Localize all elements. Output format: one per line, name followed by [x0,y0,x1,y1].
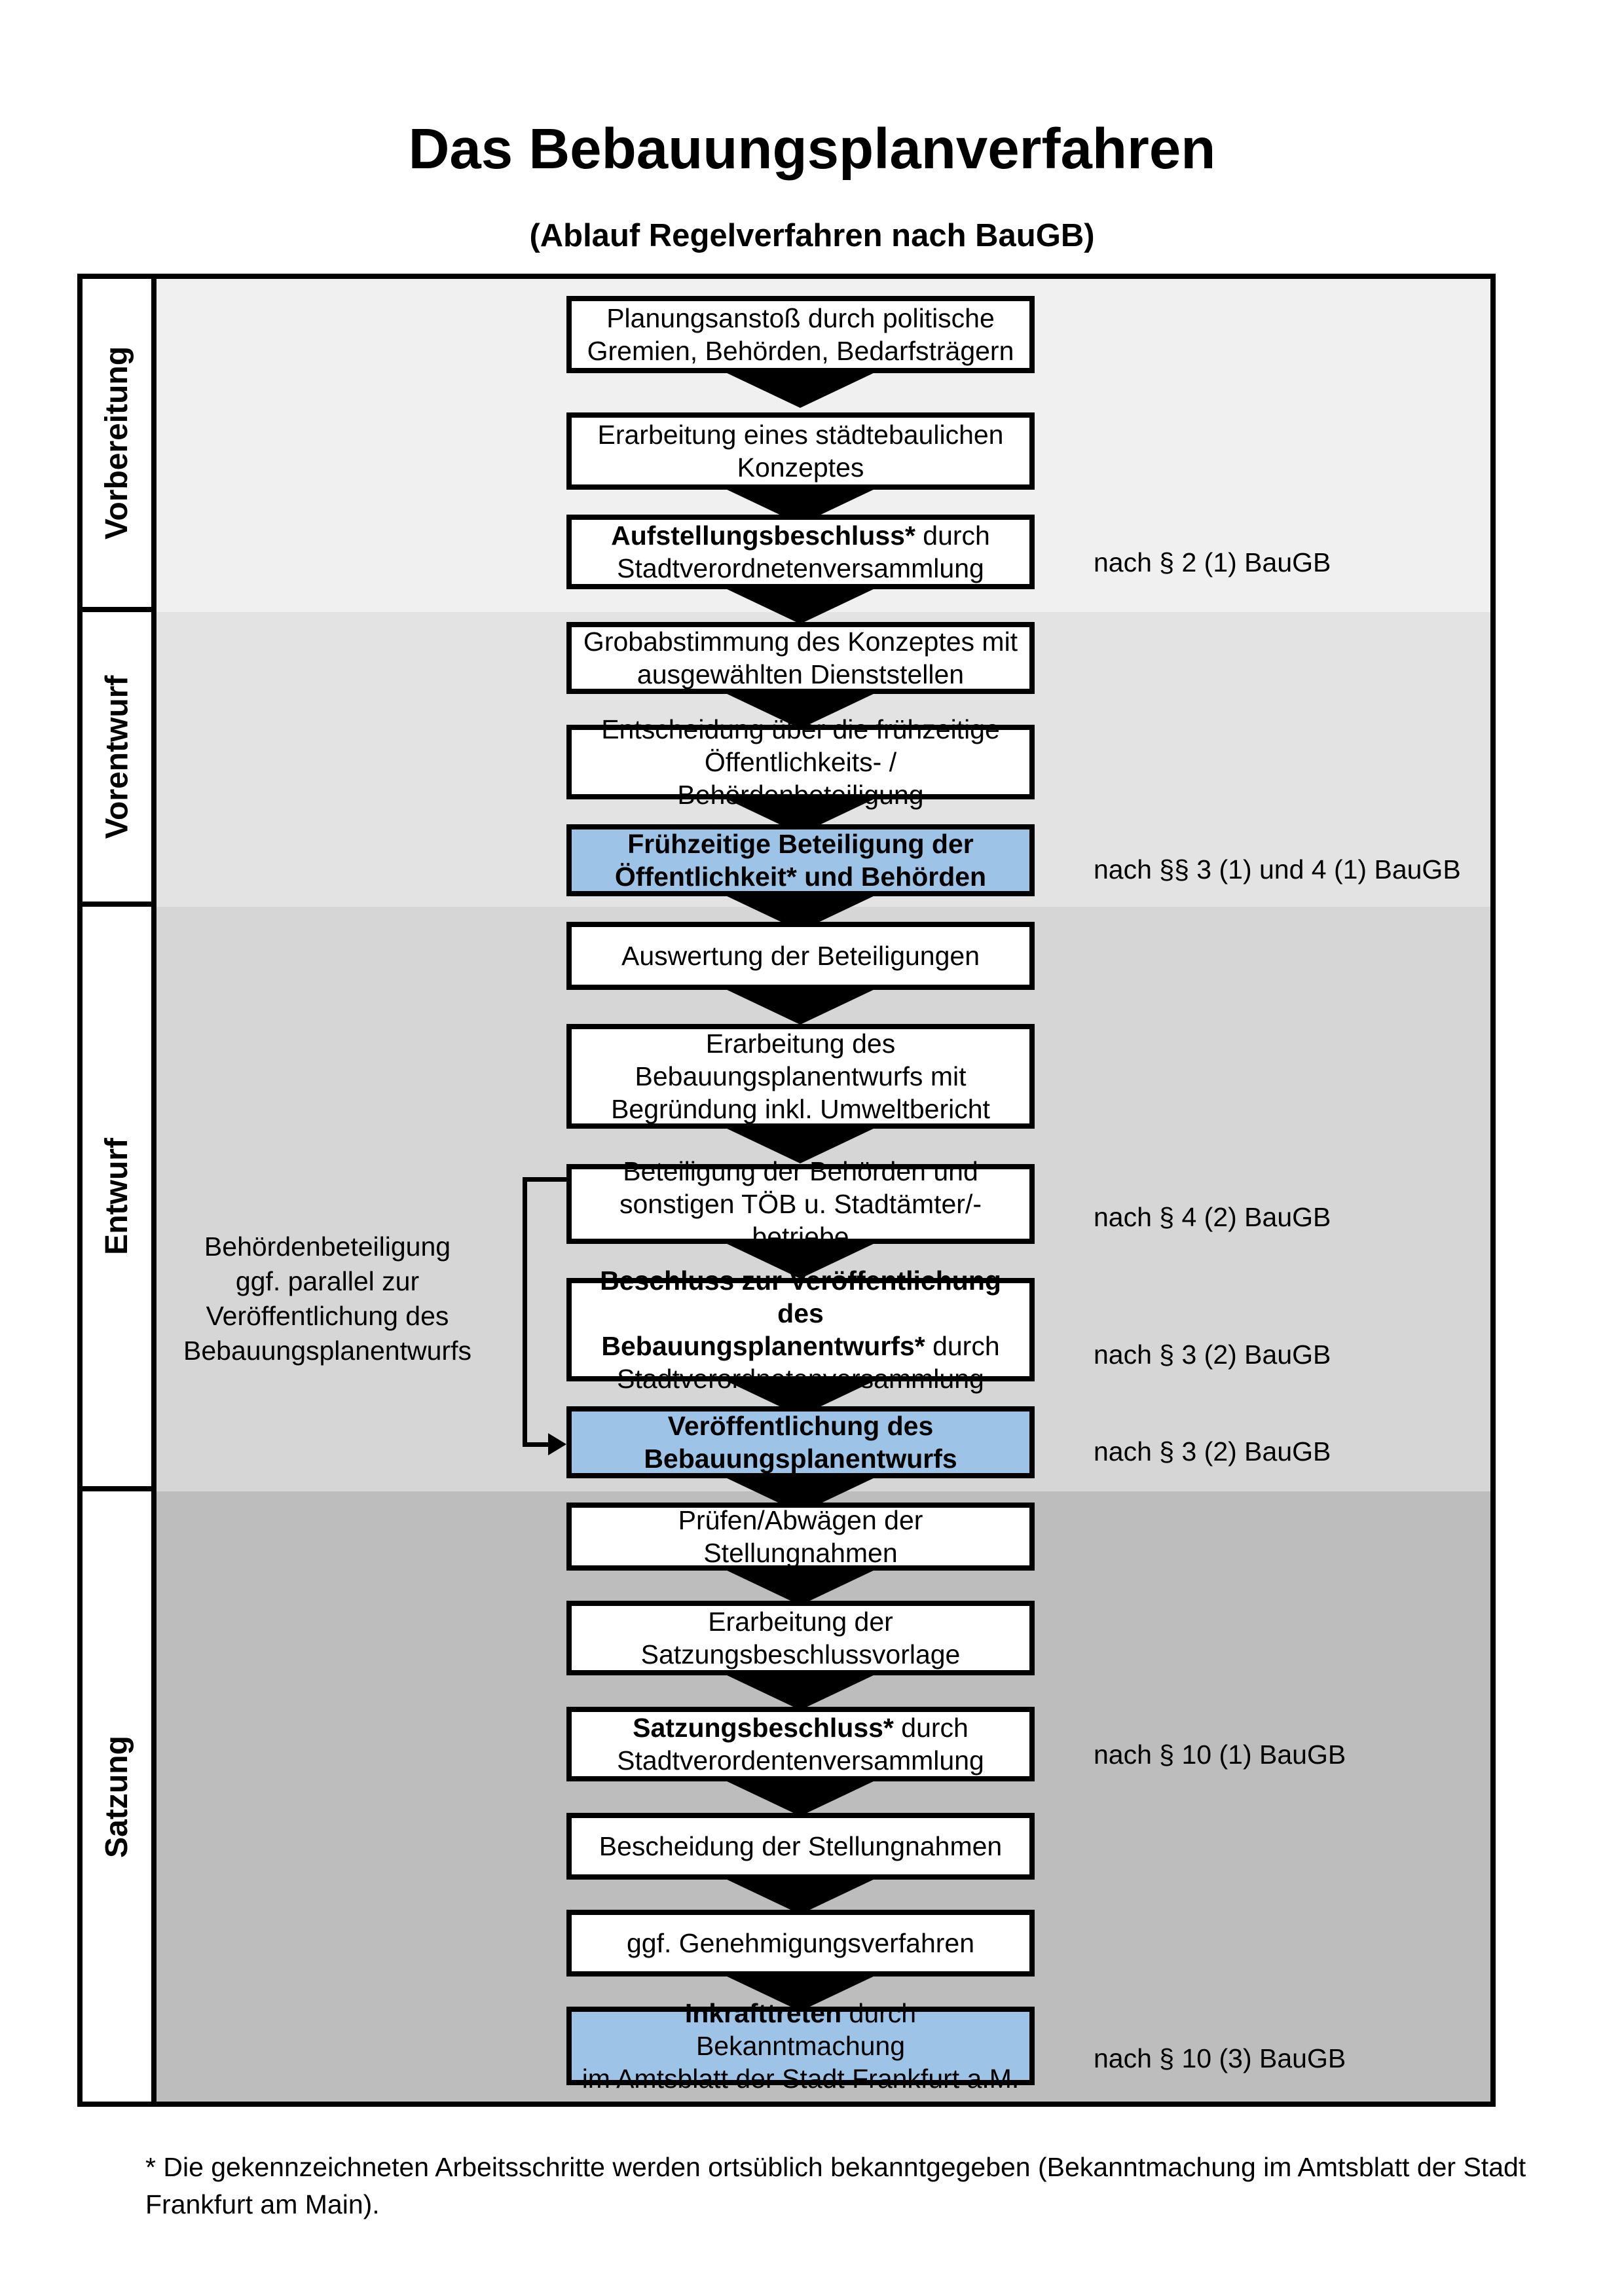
law-reference: nach § 2 (1) BauGB [1094,547,1331,577]
page-subtitle: (Ablauf Regelverfahren nach BauGB) [529,218,1095,253]
phase-label-entwurf: Entwurf [100,1138,135,1255]
flow-step-line: Beschluss zur Veröffentlichung des [600,1266,1001,1328]
flow-step-line: Stadtverordentenversammlung [617,1745,984,1776]
flow-step-line: Bebauungsplanentwurfs mit [635,1061,967,1091]
parallel-process-note: Behördenbeteiligung ggf. parallel zur Ve… [183,1231,471,1366]
flow-step-line: Entscheidung über die frühzeitige [601,714,1000,744]
law-reference: nach §§ 3 (1) und 4 (1) BauGB [1094,854,1461,884]
law-reference: nach § 10 (1) BauGB [1094,1740,1346,1770]
down-arrow-icon [723,1673,877,1710]
phase-cell-vorentwurf: Vorentwurf [83,612,151,907]
down-arrow-icon [723,371,877,408]
down-arrow-icon [723,1569,877,1605]
flow-step-line: Bebauungsplanentwurfs* durch [601,1331,1000,1361]
phase-cell-entwurf: Entwurf [83,907,151,1491]
flow-step-line: Bescheidung der Stellungnahmen [599,1831,1003,1861]
flow-step-line: Planungsanstoß durch politische [606,303,995,333]
flow-step-line: Inkrafttreten durch Bekanntmachung [684,1998,917,2061]
flow-step-line: Prüfen/Abwägen der Stellungnahmen [678,1505,923,1568]
phase-label-vorentwurf: Vorentwurf [100,675,134,839]
footnote: * Die gekennzeichneten Arbeitsschritte w… [145,2152,1526,2219]
flow-step-line: Konzeptes [737,452,864,483]
flow-step: Prüfen/Abwägen der Stellungnahmen [566,1503,1035,1571]
flow-step-line: ausgewählten Dienststellen [637,659,965,689]
down-arrow-icon [723,1127,877,1163]
flow-step-line: im Amtsblatt der Stadt Frankfurt a.M. [581,2064,1020,2094]
flow-step-line: Stadtverordnetenversammlung [617,1364,984,1394]
flow-step: ggf. Genehmigungsverfahren [566,1910,1035,1977]
down-arrow-icon [723,1242,877,1279]
phase-cell-satzung: Satzung [83,1491,151,2102]
phase-cell-vorbereitung: Vorbereitung [83,279,151,612]
law-reference: nach § 10 (3) BauGB [1094,2043,1346,2073]
flow-step-line: Veröffentlichung des [667,1411,934,1441]
down-arrow-icon [723,1975,877,2011]
parallel-connector-line-vertical [523,1177,527,1447]
flow-step-line: Grobabstimmung des Konzeptes mit [583,627,1018,657]
flow-area: Behördenbeteiligung ggf. parallel zur Ve… [83,279,1490,2102]
flow-step: Auswertung der Beteiligungen [566,922,1035,990]
flow-step-line: Begründung inkl. Umweltbericht [611,1094,990,1124]
law-reference: nach § 3 (2) BauGB [1094,1436,1331,1467]
flow-step-line: Satzungsbeschluss* durch [633,1713,969,1743]
down-arrow-icon [723,587,877,624]
flow-step-line: Bebauungsplanentwurfs [644,1444,957,1474]
phase-column: Vorbereitung Vorentwurf Entwurf Satzung [83,279,157,2102]
diagram-frame: Vorbereitung Vorentwurf Entwurf Satzung … [77,274,1496,2107]
flow-step-line: Satzungsbeschlussvorlage [640,1639,961,1669]
flow-step-line: sonstigen TÖB u. Stadtämter/-betriebe [619,1189,982,1252]
parallel-connector-line-bottom [523,1442,550,1447]
flow-step-line: Beteiligung der Behörden und [623,1156,978,1186]
flow-step-line: Öffentlichkeit* und Behörden [614,862,987,892]
down-arrow-icon [723,1779,877,1816]
down-arrow-icon [723,1878,877,1914]
parallel-connector-arrow-icon [548,1433,566,1455]
flow-step-line: Erarbeitung des [705,1029,896,1059]
flow-step-line: Aufstellungsbeschluss* durch [611,520,990,551]
flow-step-line: Auswertung der Beteiligungen [621,941,980,971]
parallel-connector-line-top [523,1177,566,1182]
flow-step-line: Stadtverordnetenversammlung [617,553,984,583]
flow-step-line: Gremien, Behörden, Bedarfsträgern [587,336,1014,366]
law-reference: nach § 4 (2) BauGB [1094,1202,1331,1232]
flow-step-line: Öffentlichkeits- / Behördenbeteiligung [677,747,924,810]
page-title: Das Bebauungsplanverfahren [408,117,1216,181]
flow-step-line: Frühzeitige Beteiligung der [627,829,974,859]
down-arrow-icon [723,988,877,1025]
phase-label-satzung: Satzung [100,1735,134,1858]
phase-label-vorbereitung: Vorbereitung [100,346,134,540]
flow-step-line: Erarbeitung eines städtebaulichen [597,420,1004,450]
law-reference: nach § 3 (2) BauGB [1094,1339,1331,1370]
flow-step-line: Erarbeitung der [708,1607,893,1637]
flow-step: Bescheidung der Stellungnahmen [566,1813,1035,1880]
down-arrow-icon [723,692,877,729]
flow-step-line: ggf. Genehmigungsverfahren [626,1928,975,1958]
